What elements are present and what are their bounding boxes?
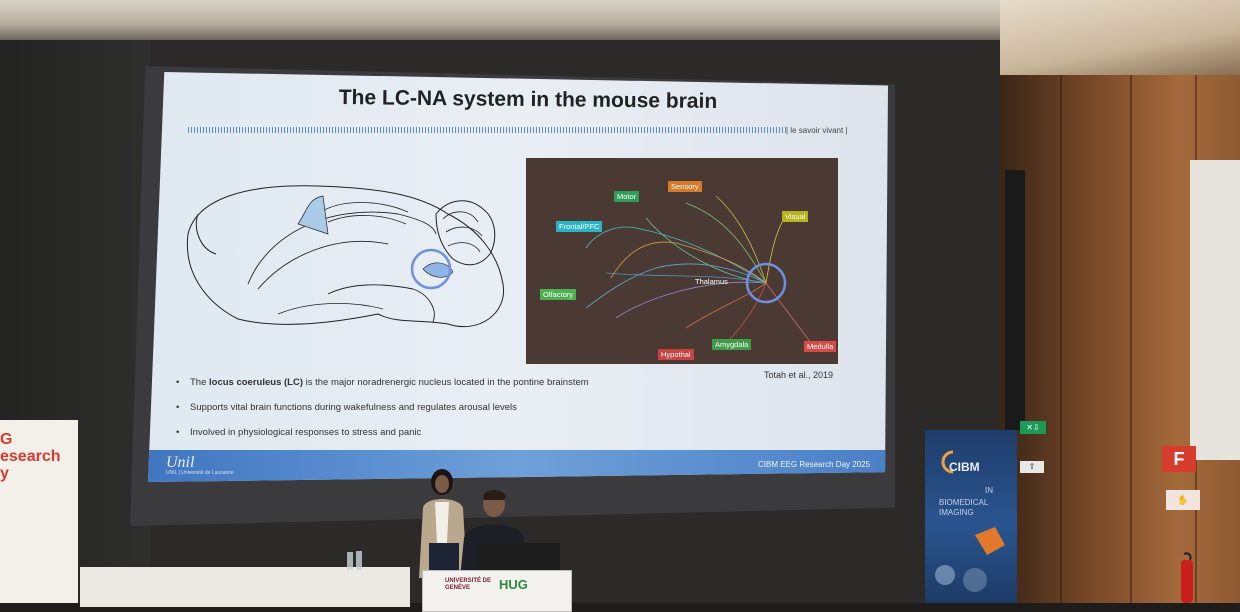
exit-arrow-sign: ⇧ <box>1020 461 1044 473</box>
event-banner-left: G esearch y <box>0 420 78 603</box>
ceiling-corner <box>1000 0 1240 75</box>
whiteboard <box>1190 160 1240 460</box>
mouse-brain-sagittal-diagram <box>186 185 504 328</box>
slide-tagline: | le savoir vivant | <box>786 126 848 135</box>
slide-title: The LC-NA system in the mouse brain <box>338 86 718 113</box>
banner-left-line1: G <box>0 431 13 448</box>
banner-left-line3: y <box>0 465 9 482</box>
bullet-1: •The locus coeruleus (LC) is the major n… <box>176 377 589 388</box>
label-hypothal: Hypothal <box>658 349 694 360</box>
label-olfactory: Olfactory <box>540 289 577 300</box>
figure-citation: Totah et al., 2019 <box>764 370 834 380</box>
fire-instructions-sign: ✋ <box>1166 490 1200 510</box>
unil-caption: UNIL | Université de Lausanne <box>166 470 234 476</box>
side-table <box>80 567 410 607</box>
event-name: CIBM EEG Research Day 2025 <box>758 460 871 469</box>
label-sensory: Sensory <box>668 181 702 192</box>
banner-right-tag: IN <box>985 486 993 495</box>
projected-slide: The LC-NA system in the mouse brain | le… <box>148 72 888 482</box>
axon-projection-image <box>585 195 812 344</box>
title-rule <box>188 127 788 133</box>
cibm-logo-icon <box>941 450 954 474</box>
banner-imaging-graphic <box>935 527 1005 592</box>
label-visual: Visual <box>782 211 809 222</box>
fire-sign: F <box>1162 446 1196 472</box>
dark-pillar <box>1005 170 1025 430</box>
bullet-2: •Supports vital brain functions during w… <box>176 402 517 413</box>
cibm-banner: CIBM IN BIOMEDICAL IMAGING <box>925 430 1017 603</box>
unil-logo: Unil <box>166 454 195 471</box>
cibm-brand: CIBM <box>949 460 980 474</box>
banner-left-line2: esearch <box>0 448 61 465</box>
podium: UNIVERSITÉ DE GENÈVE HUG <box>422 570 572 612</box>
label-medulla: Medulla <box>804 341 837 352</box>
water-bottles <box>347 551 362 570</box>
banner-right-line2: IMAGING <box>939 508 974 517</box>
label-amygdala: Amygdala <box>712 339 752 350</box>
banner-right-line1: BIOMEDICAL <box>939 498 989 507</box>
label-frontal-pfc: Frontal/PFC <box>556 221 603 232</box>
exit-sign: ✕⇩ <box>1020 421 1046 434</box>
hug-logo: HUG <box>499 577 528 592</box>
label-thalamus: Thalamus <box>695 277 728 286</box>
lc-projection-figure: Motor Sensory Visual Frontal/PFC Thalamu… <box>526 158 838 364</box>
bullet-3: •Involved in physiological responses to … <box>176 427 422 438</box>
fire-extinguisher <box>1181 552 1193 603</box>
unige-logo-text: UNIVERSITÉ DE GENÈVE <box>445 578 492 591</box>
label-motor: Motor <box>614 191 640 202</box>
laptop <box>478 543 560 571</box>
